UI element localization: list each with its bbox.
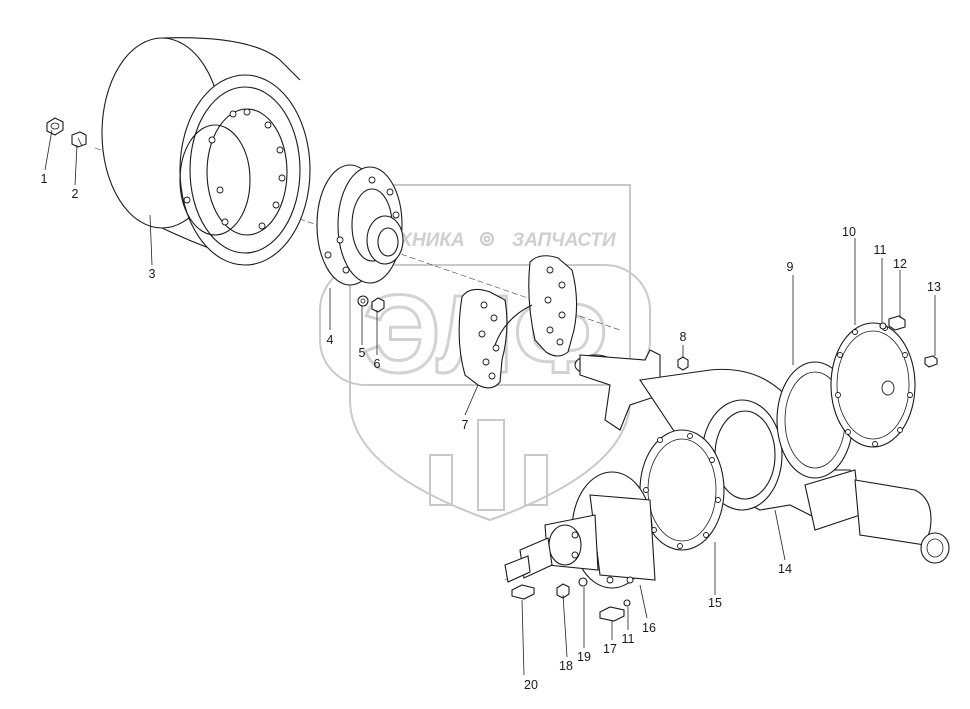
part-11-washer-top xyxy=(879,322,887,330)
brake-pad-wire xyxy=(494,304,533,346)
callout-9: 9 xyxy=(787,260,794,274)
callout-11-bottom: 11 xyxy=(622,632,635,646)
part-18-nut xyxy=(556,583,570,599)
watermark-right-text: ЗАПЧАСТИ xyxy=(512,230,616,251)
callout-17: 17 xyxy=(603,642,617,656)
gear-icon xyxy=(480,232,494,246)
callout-7: 7 xyxy=(462,418,469,432)
part-7-brake-pad-left xyxy=(458,288,508,389)
callout-5: 5 xyxy=(359,346,366,360)
part-11-washer-bottom xyxy=(623,599,631,607)
callout-19: 19 xyxy=(577,650,591,664)
callout-14: 14 xyxy=(778,562,792,576)
part-3-wheel-rim xyxy=(101,37,311,266)
part-12-bolt xyxy=(888,315,906,331)
callout-10: 10 xyxy=(842,225,856,239)
callout-8: 8 xyxy=(680,330,687,344)
callout-1: 1 xyxy=(41,172,48,186)
part-16-differential-carrier xyxy=(544,471,656,589)
watermark-shield xyxy=(349,184,631,522)
part-1-wheel-nut xyxy=(46,117,64,136)
callout-2: 2 xyxy=(72,187,79,201)
watermark-buildings xyxy=(429,419,548,511)
callout-12: 12 xyxy=(893,257,907,271)
part-4-wheel-hub xyxy=(316,164,404,286)
callout-6: 6 xyxy=(374,357,381,371)
part-13-breather xyxy=(924,355,938,368)
part-6-nut xyxy=(371,297,385,313)
callout-3: 3 xyxy=(149,267,156,281)
callout-4: 4 xyxy=(327,333,334,347)
part-20-bolt xyxy=(511,584,535,600)
part-8-plug xyxy=(677,356,689,371)
part-17-bolt xyxy=(599,606,625,622)
callout-18: 18 xyxy=(559,659,573,673)
part-15-gasket xyxy=(639,429,725,551)
callout-11-top: 11 xyxy=(874,243,887,257)
part-10-rear-cover xyxy=(830,322,916,448)
callout-15: 15 xyxy=(708,596,722,610)
leader-lines xyxy=(44,129,936,676)
callout-13: 13 xyxy=(927,280,941,294)
callout-labels: 1 2 3 4 5 6 7 8 9 10 11 12 13 14 15 16 1… xyxy=(41,172,941,692)
callout-16: 16 xyxy=(642,621,656,635)
rim-bolt-holes xyxy=(183,108,286,230)
callout-20: 20 xyxy=(524,678,538,692)
drive-yoke xyxy=(504,537,553,583)
part-2-wheel-stud xyxy=(71,131,87,148)
part-19-washer xyxy=(578,577,588,587)
part-5-washer xyxy=(357,295,369,307)
part-7-brake-pad-right xyxy=(528,255,578,357)
